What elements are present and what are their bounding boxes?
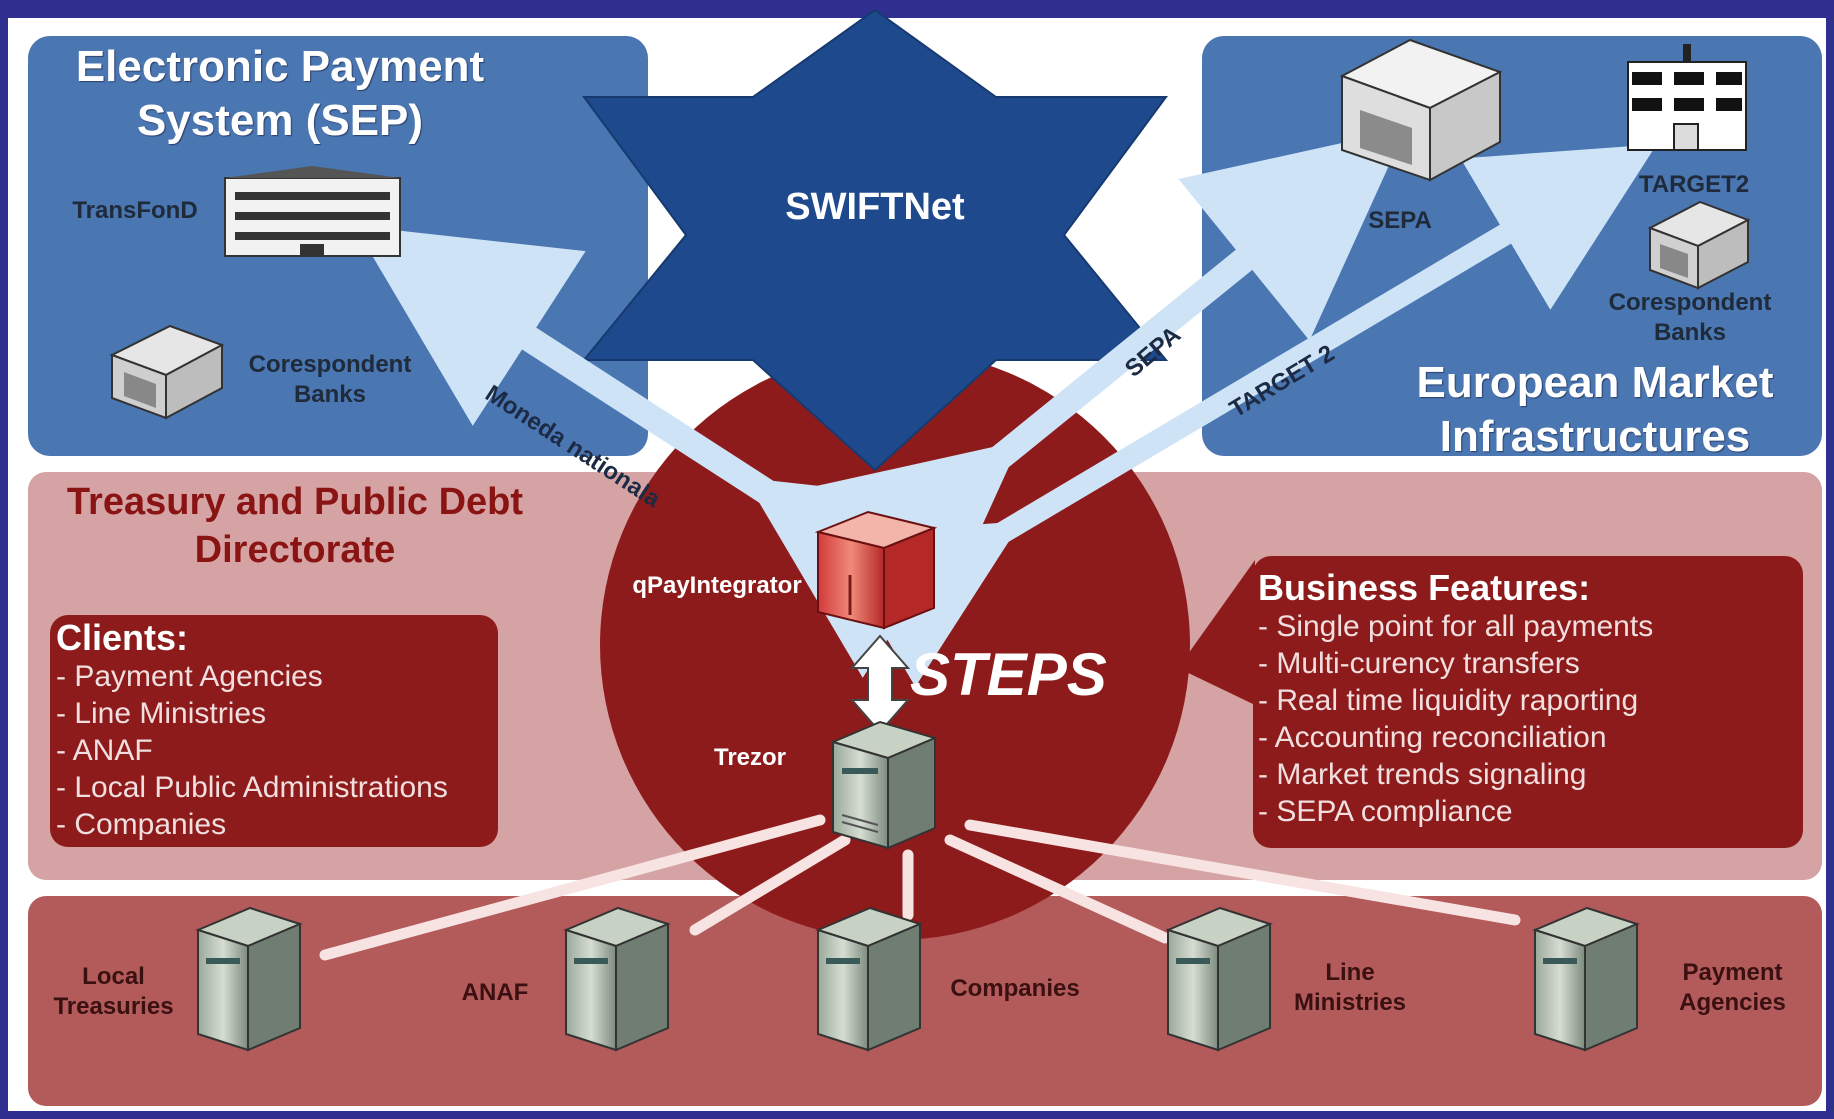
features-panel: Business Features: - Single point for al… — [1258, 568, 1798, 830]
emi-banks-line2: Banks — [1653, 319, 1727, 346]
clients-item: - Payment Agencies — [56, 660, 323, 693]
anaf-label: ANAF — [461, 979, 529, 1006]
local-line1: Local — [82, 963, 145, 990]
trezor-server-icon — [830, 720, 938, 850]
moneda-arrow — [354, 225, 976, 678]
clients-item: - Companies — [56, 808, 227, 841]
line-ministries-label: Line Ministries — [1280, 958, 1420, 1018]
payment-line1: Payment — [1682, 959, 1783, 986]
features-item: - Multi-curency transfers — [1258, 647, 1580, 680]
payment-line2: Agencies — [1679, 989, 1786, 1016]
local-treasuries-server-icon — [195, 906, 303, 1052]
local-treasuries-label: Local Treasuries — [36, 962, 191, 1022]
treasury-title-line1: Treasury and Public Debt — [66, 481, 524, 523]
target2-arrow — [825, 144, 1657, 687]
sepa-building-icon — [1339, 38, 1503, 182]
line-line2: Ministries — [1293, 989, 1407, 1016]
companies-label: Companies — [950, 975, 1080, 1002]
local-line2: Treasuries — [53, 993, 174, 1020]
transfond-building-icon — [224, 166, 401, 257]
features-list: - Single point for all payments - Multi-… — [1258, 608, 1798, 830]
emi-bank-icon — [1647, 200, 1751, 290]
emi-title-line2: Infrastructures — [1439, 412, 1751, 461]
emi-title-line1: European Market — [1416, 358, 1774, 407]
treasury-title: Treasury and Public Debt Directorate — [30, 478, 560, 574]
emi-banks-label: Corespondent Banks — [1590, 288, 1790, 348]
transfond-label: TransFonD — [72, 197, 198, 224]
line-ministries-server-icon — [1165, 906, 1273, 1052]
bottom-arrows — [319, 814, 1521, 961]
sepa-label: SEPA — [1368, 207, 1432, 234]
emi-title: European Market Infrastructures — [1360, 356, 1830, 464]
qpay-server-icon — [814, 510, 938, 630]
sep-title-line2: System (SEP) — [136, 96, 424, 145]
clients-panel: Clients: - Payment Agencies - Line Minis… — [56, 618, 496, 843]
sep-banks-label: Corespondent Banks — [230, 350, 430, 410]
treasury-title-line2: Directorate — [194, 529, 396, 571]
clients-item: - Local Public Administrations — [56, 771, 448, 804]
anaf-server-icon — [563, 906, 671, 1052]
target2-building-icon — [1627, 44, 1747, 151]
features-item: - Single point for all payments — [1258, 610, 1654, 643]
line-line1: Line — [1325, 959, 1375, 986]
sep-banks-line2: Banks — [293, 381, 367, 408]
features-title: Business Features: — [1258, 567, 1591, 608]
features-item: - Real time liquidity raporting — [1258, 684, 1639, 717]
target2-label: TARGET2 — [1638, 171, 1750, 198]
sep-banks-line1: Corespondent — [248, 351, 412, 378]
emi-banks-line1: Corespondent — [1608, 289, 1772, 316]
clients-item: - Line Ministries — [56, 697, 267, 730]
sep-title-line1: Electronic Payment — [75, 42, 485, 91]
qpay-label: qPayIntegrator — [632, 572, 802, 599]
clients-item: - ANAF — [56, 734, 153, 767]
steps-label: STEPS — [910, 641, 1107, 708]
swiftnet-label: SWIFTNet — [785, 186, 965, 228]
bottom-panel — [28, 896, 1822, 1106]
features-item: - SEPA compliance — [1258, 795, 1513, 828]
clients-list: - Payment Agencies - Line Ministries - A… — [56, 658, 496, 843]
trezor-label: Trezor — [713, 744, 787, 771]
sep-bank-icon — [109, 324, 225, 420]
payment-agencies-server-icon — [1532, 906, 1640, 1052]
features-item: - Accounting reconciliation — [1258, 721, 1607, 754]
features-item: - Market trends signaling — [1258, 758, 1587, 791]
payment-agencies-label: Payment Agencies — [1650, 958, 1815, 1018]
clients-title: Clients: — [56, 617, 189, 658]
sep-title: Electronic Payment System (SEP) — [30, 40, 530, 148]
companies-server-icon — [815, 906, 923, 1052]
